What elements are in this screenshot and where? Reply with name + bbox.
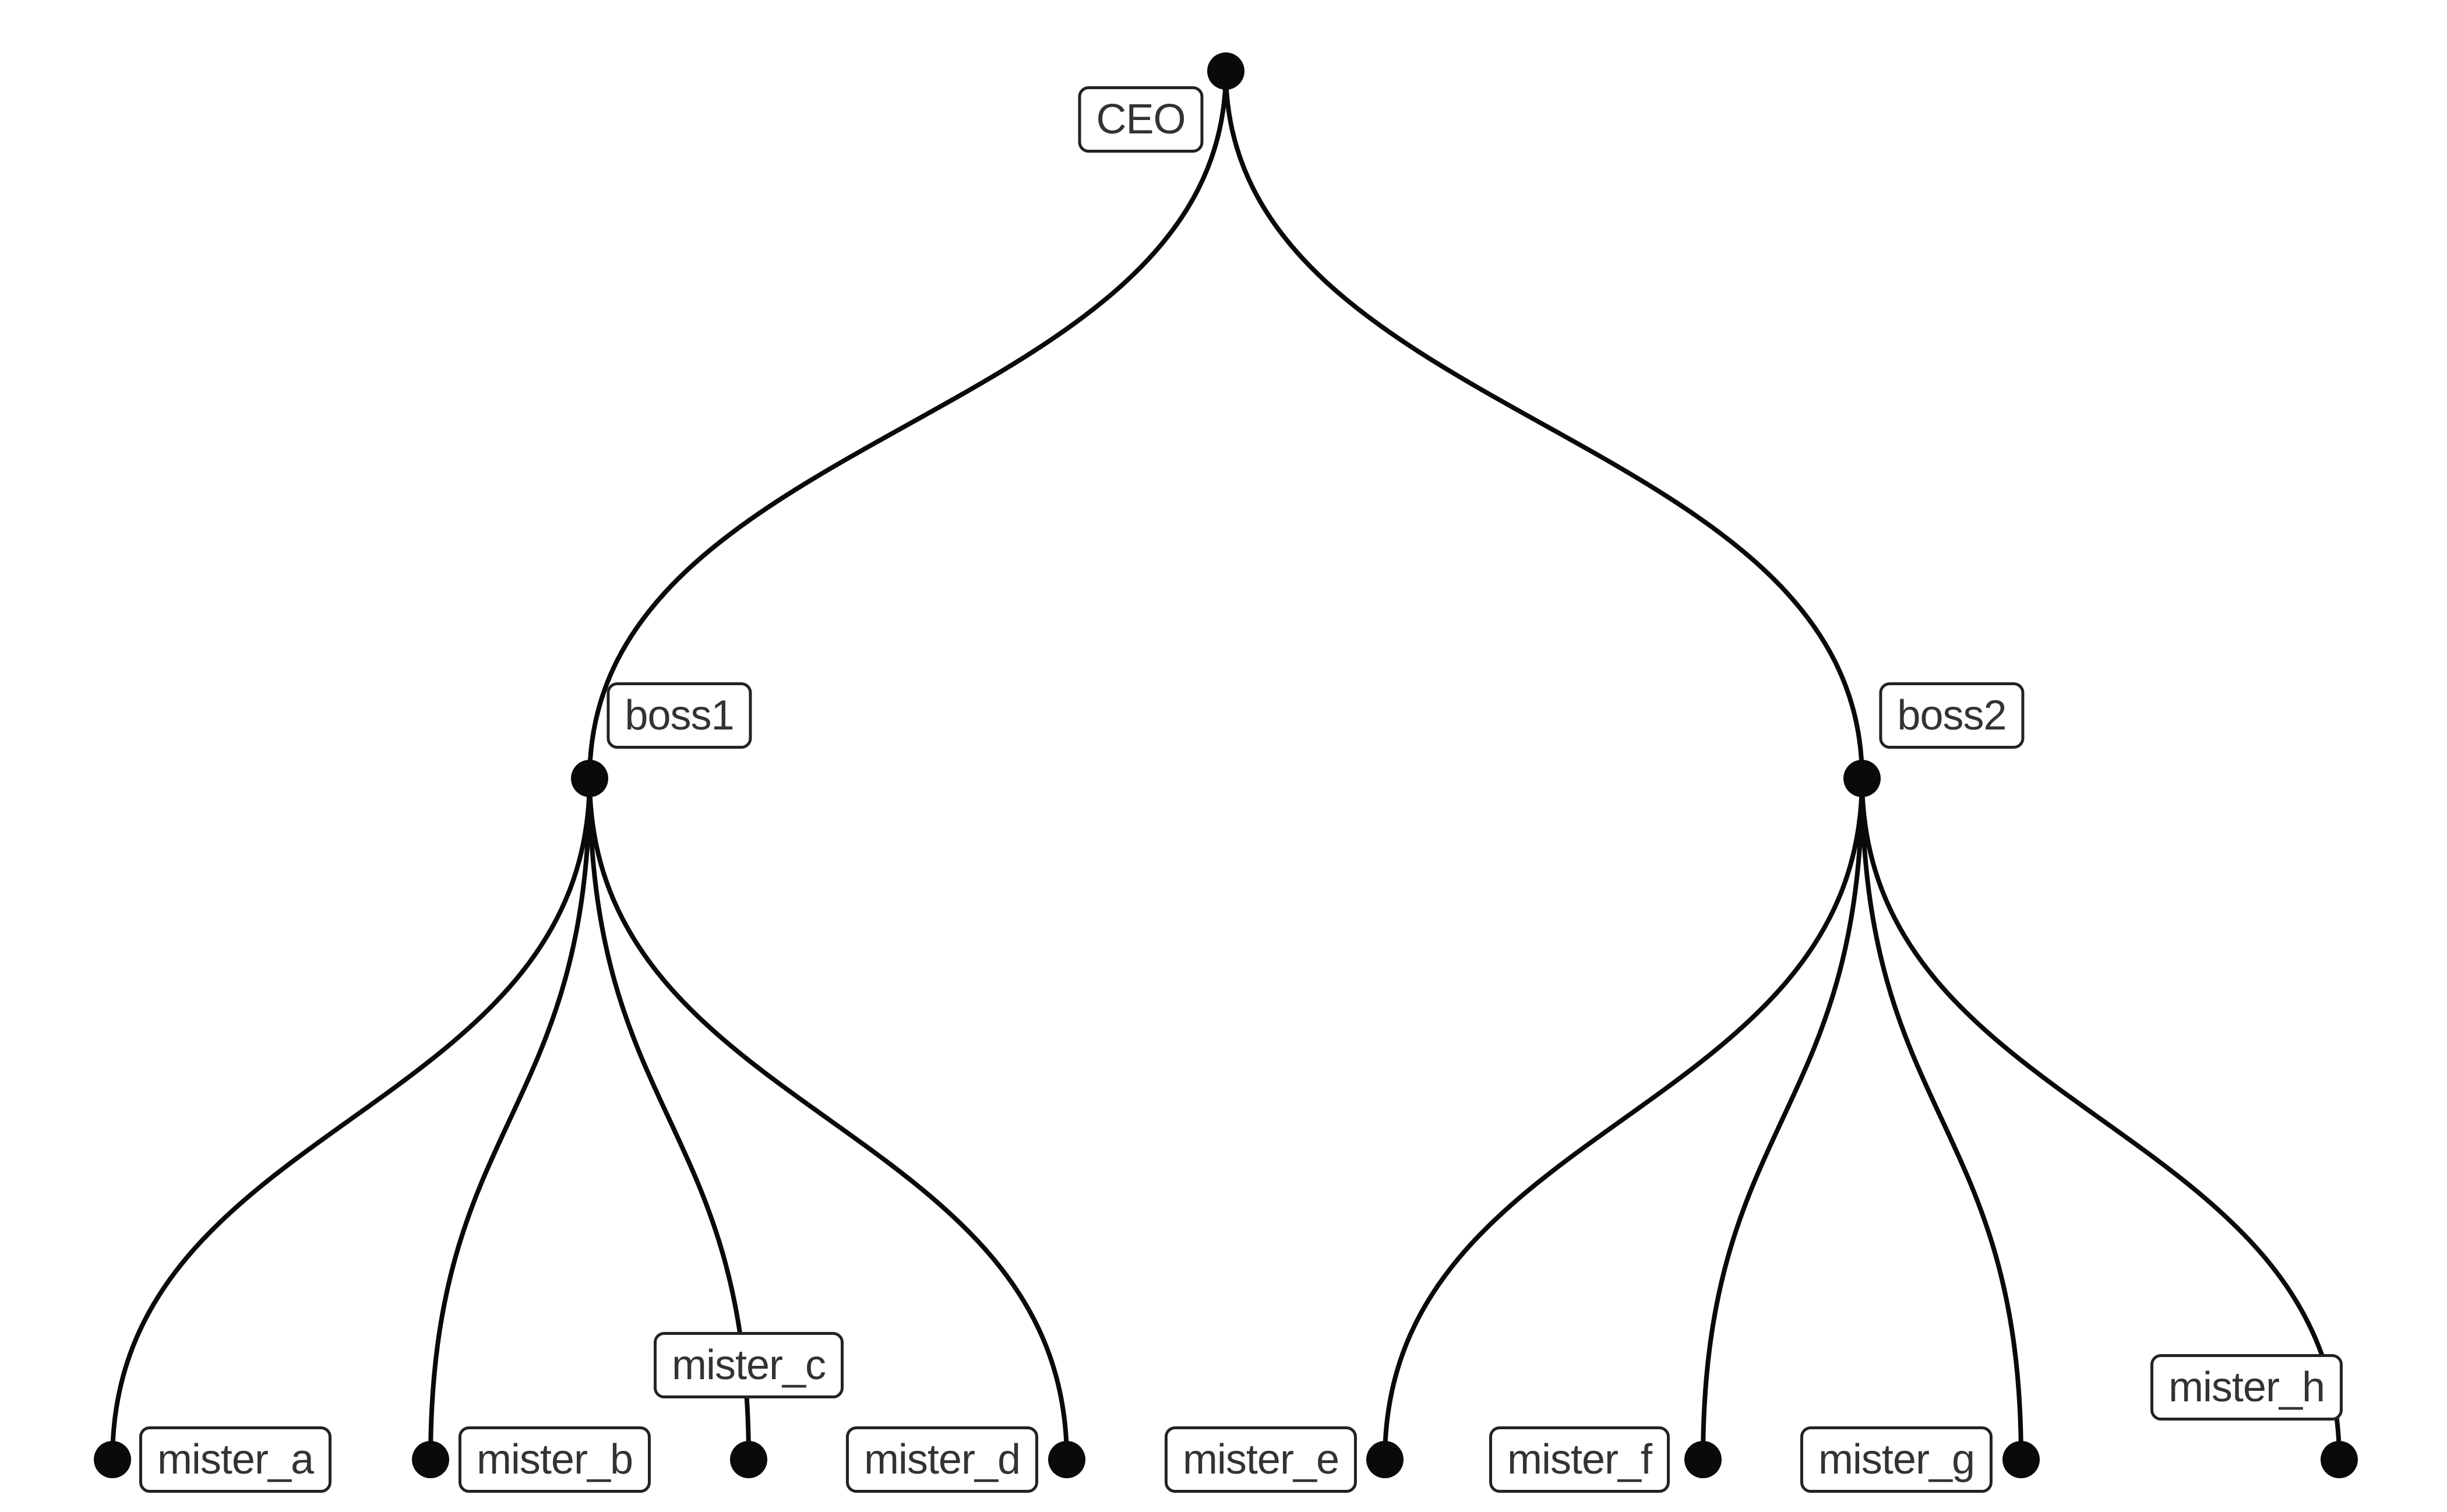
node-label-CEO: CEO xyxy=(1078,86,1204,153)
node-label-mister_c: mister_c xyxy=(653,1332,844,1398)
node-dot-mister_f xyxy=(1684,1441,1722,1478)
node-dot-mister_d xyxy=(1048,1441,1085,1478)
node-label-mister_g: mister_g xyxy=(1800,1426,1993,1493)
node-label-mister_e: mister_e xyxy=(1164,1426,1358,1493)
edge-boss2-mister_e xyxy=(1383,778,1864,1460)
edge-boss2-mister_h xyxy=(1860,778,2342,1460)
node-dot-boss1 xyxy=(571,760,608,797)
node-label-boss1: boss1 xyxy=(607,682,752,749)
edge-CEO-boss2 xyxy=(1224,71,1864,779)
node-dot-mister_e xyxy=(1366,1441,1404,1478)
edge-boss2-mister_f xyxy=(1701,778,1864,1460)
node-dot-CEO xyxy=(1207,52,1244,90)
edge-boss2-mister_g xyxy=(1860,778,2023,1460)
edge-boss1-mister_a xyxy=(110,778,592,1460)
node-dot-mister_a xyxy=(94,1441,131,1478)
node-dot-boss2 xyxy=(1843,760,1881,797)
node-dot-mister_h xyxy=(2321,1441,2358,1478)
node-dot-mister_c xyxy=(730,1441,767,1478)
node-label-mister_a: mister_a xyxy=(139,1426,332,1493)
edge-boss1-mister_b xyxy=(428,778,592,1460)
node-label-mister_h: mister_h xyxy=(2150,1354,2343,1421)
edge-boss1-mister_d xyxy=(587,778,1069,1460)
edge-CEO-boss1 xyxy=(587,71,1228,779)
node-dot-mister_g xyxy=(2002,1441,2040,1478)
node-dot-mister_b xyxy=(412,1441,449,1478)
node-label-mister_d: mister_d xyxy=(845,1426,1039,1493)
node-label-boss2: boss2 xyxy=(1879,682,2025,749)
node-label-mister_f: mister_f xyxy=(1489,1426,1670,1493)
edge-boss1-mister_c xyxy=(587,778,751,1460)
node-label-mister_b: mister_b xyxy=(458,1426,651,1493)
